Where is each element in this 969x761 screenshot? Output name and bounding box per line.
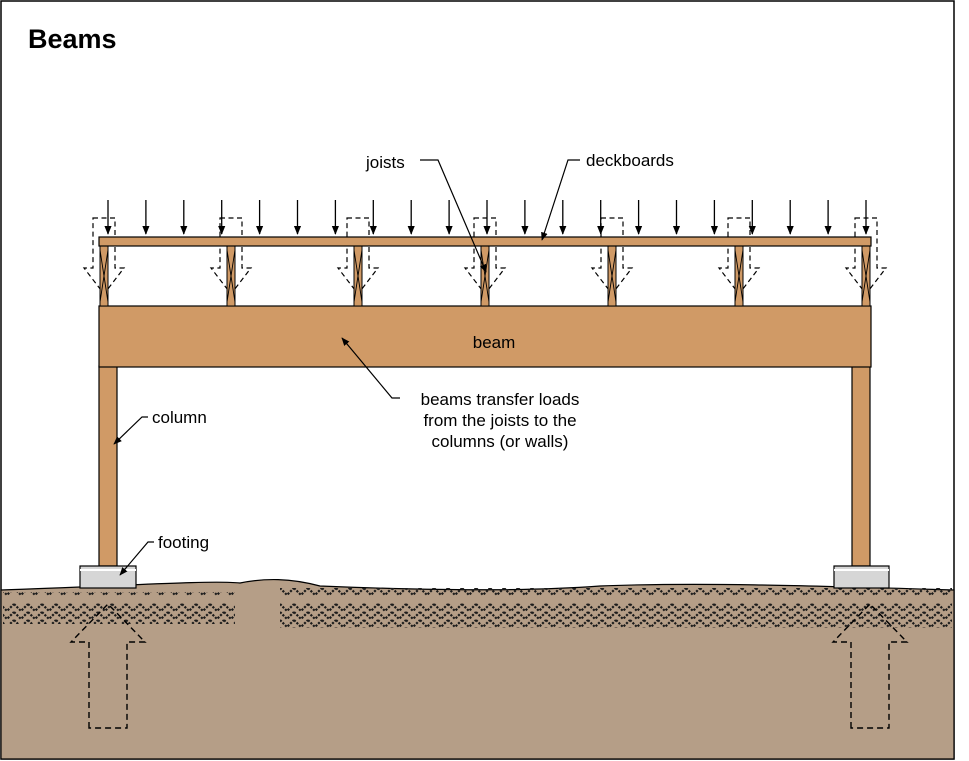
joist-load-arrow xyxy=(336,217,380,295)
soil-hatch-left xyxy=(3,592,235,624)
column-label: column xyxy=(152,408,207,427)
footing-leader xyxy=(119,541,154,576)
deckboards-leader xyxy=(541,159,580,241)
joist-brace xyxy=(734,249,744,303)
page-title: Beams xyxy=(28,24,117,54)
soil-hatch-right xyxy=(280,588,952,628)
joist-brace xyxy=(99,249,109,303)
column-right xyxy=(851,365,871,567)
column-left xyxy=(98,365,118,567)
note-line-3: columns (or walls) xyxy=(432,432,569,451)
load-transfer-note: beams transfer loads from the joists to … xyxy=(421,390,580,451)
beam xyxy=(98,305,872,368)
joist-7 xyxy=(844,217,888,307)
ground-reaction-arrow-left xyxy=(69,602,147,729)
footing-right xyxy=(833,565,890,589)
joist-load-arrow xyxy=(463,217,507,295)
beam-label: beam xyxy=(473,333,516,352)
note-leader xyxy=(341,337,400,399)
joists-label: joists xyxy=(365,153,405,172)
deckboards xyxy=(98,236,872,247)
joist-3 xyxy=(336,217,380,307)
joist-load-arrow xyxy=(590,217,634,295)
ground-reaction-arrow-right xyxy=(831,602,909,729)
footing-label: footing xyxy=(158,533,209,552)
joists-leader xyxy=(420,159,487,273)
joist-1 xyxy=(82,217,126,307)
joist-load-arrow xyxy=(209,217,253,295)
joist-brace xyxy=(861,249,871,303)
note-line-2: from the joists to the xyxy=(423,411,576,430)
footing-left xyxy=(79,565,137,589)
deck-load-arrows xyxy=(104,200,870,235)
joist-brace xyxy=(353,249,363,303)
column-leader xyxy=(113,416,148,445)
joist-4 xyxy=(463,217,507,307)
joist-brace xyxy=(226,249,236,303)
joist-load-arrow xyxy=(844,217,888,295)
joist-load-arrow xyxy=(82,217,126,295)
deckboards-label: deckboards xyxy=(586,151,674,170)
joists-group xyxy=(82,217,888,307)
joist-brace xyxy=(607,249,617,303)
note-line-1: beams transfer loads xyxy=(421,390,580,409)
joist-brace xyxy=(480,249,490,303)
